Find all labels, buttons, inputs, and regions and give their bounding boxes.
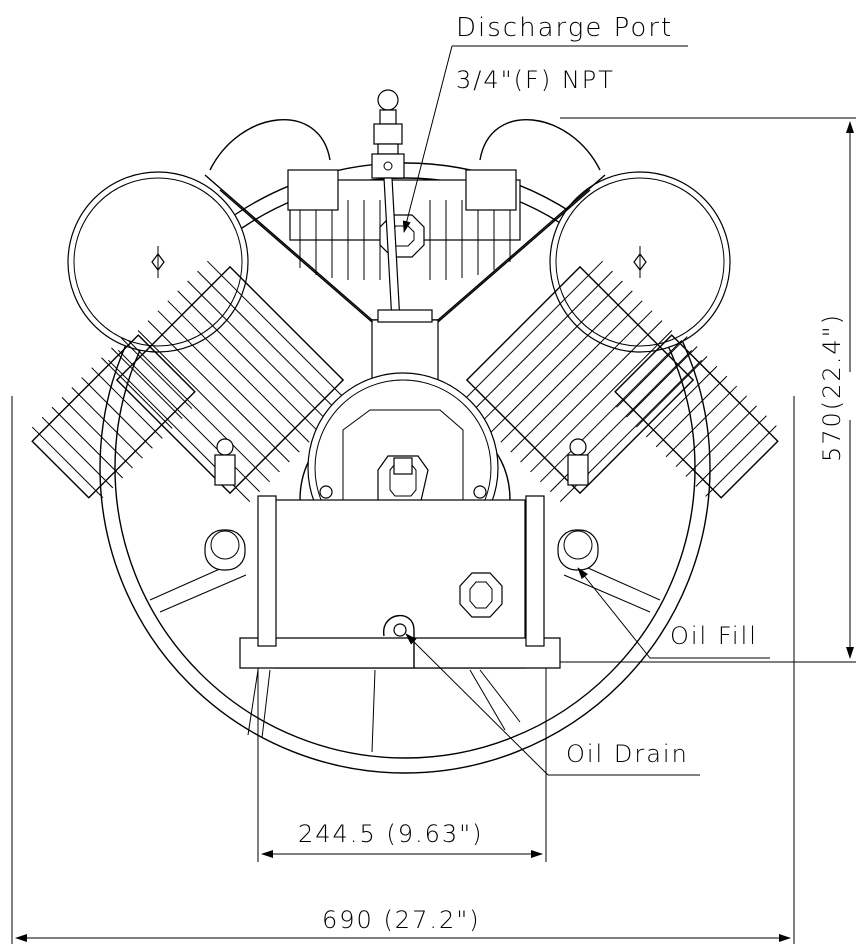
base-width-label: 244.5 (9.63") bbox=[298, 820, 484, 848]
air-filter-right bbox=[549, 171, 731, 353]
callout-oil-drain: Oil Drain bbox=[405, 633, 700, 776]
oil-drain-label: Oil Drain bbox=[566, 740, 689, 768]
callout-discharge-port: Discharge Port 3/4"(F) NPT bbox=[402, 13, 688, 233]
air-filter-left bbox=[67, 171, 249, 353]
overall-width-label: 690 (27.2") bbox=[322, 906, 481, 934]
dimension-height: 570(22.4") bbox=[560, 117, 856, 663]
oil-fill-label: Oil Fill bbox=[670, 622, 758, 650]
discharge-port-label: Discharge Port bbox=[456, 13, 673, 43]
dimension-base-width: 244.5 (9.63") bbox=[257, 668, 547, 862]
cylinder-bank-left bbox=[108, 260, 350, 502]
dimension-overall-width: 690 (27.2") bbox=[11, 396, 795, 944]
side-valve-right bbox=[557, 438, 599, 571]
height-dimension-label: 570(22.4") bbox=[818, 313, 846, 462]
cylinder-bank-right bbox=[460, 260, 702, 502]
base bbox=[239, 495, 561, 669]
discharge-size-label: 3/4"(F) NPT bbox=[456, 66, 615, 94]
side-valve-left bbox=[204, 438, 246, 571]
callout-oil-fill: Oil Fill bbox=[577, 567, 770, 659]
head-left-outer bbox=[31, 334, 196, 499]
head-right-outer bbox=[614, 334, 779, 499]
top-fin-block bbox=[209, 119, 601, 280]
